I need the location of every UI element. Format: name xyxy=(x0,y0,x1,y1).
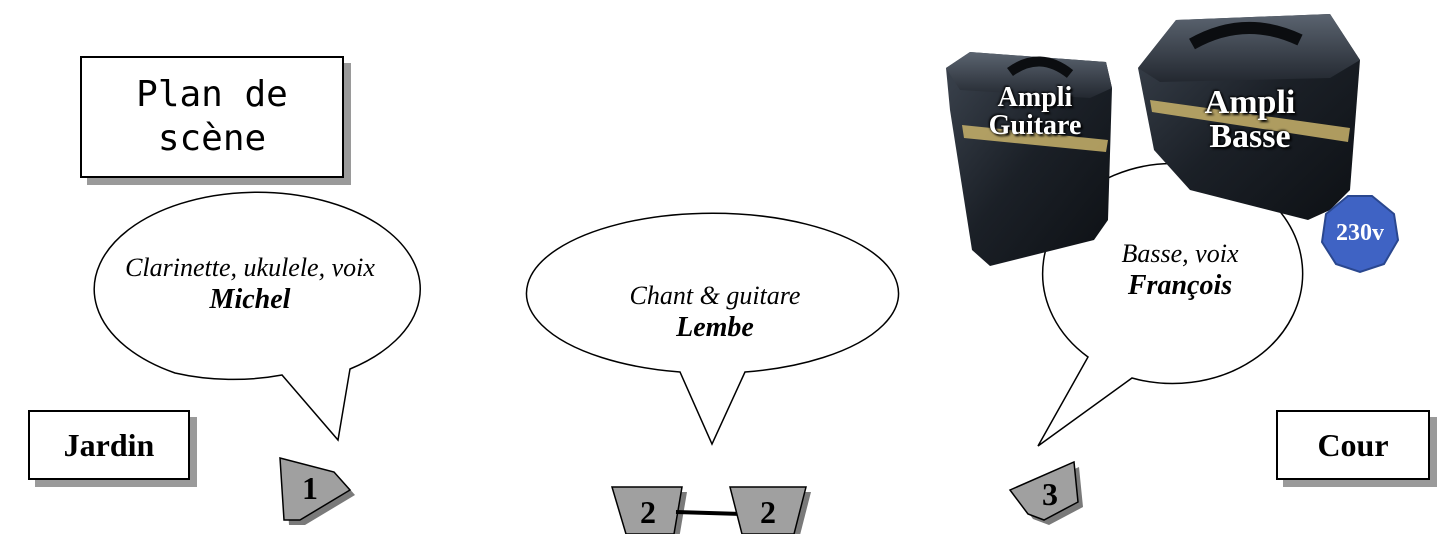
monitor-number-2-left: 2 xyxy=(640,494,656,530)
guitar-amp-label-line2: Guitare xyxy=(988,110,1082,141)
monitor-number-3: 3 xyxy=(1042,476,1058,512)
page-title: Plan de scène xyxy=(136,73,288,161)
stage-side-right-text: Cour xyxy=(1317,426,1389,463)
guitar-amp-label-line1: Ampli xyxy=(997,82,1073,113)
bass-amp-label: Ampli Basse xyxy=(1180,86,1320,154)
musician-2-label: Chant & guitare Lembe xyxy=(560,280,870,344)
monitor-wedge-3 xyxy=(1008,460,1083,525)
page-title-line2: scène xyxy=(157,118,267,159)
musician-3-label: Basse, voix François xyxy=(1060,238,1300,302)
monitor-link-line xyxy=(675,510,743,516)
musician-2-role: Chant & guitare xyxy=(629,281,801,310)
musician-1-label: Clarinette, ukulele, voix Michel xyxy=(60,252,440,316)
speech-bubble-michel xyxy=(93,191,421,442)
musician-1-name: Michel xyxy=(209,284,291,315)
guitar-amp-label: Ampli Guitare xyxy=(972,84,1098,140)
bass-amp-label-line2: Basse xyxy=(1209,118,1291,155)
musician-1-role: Clarinette, ukulele, voix xyxy=(125,253,375,282)
stage-side-left-text: Jardin xyxy=(63,426,155,463)
monitor-wedge-1 xyxy=(279,457,355,525)
musician-2-name: Lembe xyxy=(676,312,754,343)
musician-3-role: Basse, voix xyxy=(1121,239,1239,268)
bass-amp-image xyxy=(1138,14,1360,220)
monitor-number-2-right: 2 xyxy=(760,494,776,530)
stage-side-left-label: Jardin xyxy=(28,410,190,480)
speech-bubble-lembe xyxy=(525,212,900,446)
musician-3-name: François xyxy=(1127,270,1233,301)
monitor-number-1: 1 xyxy=(302,470,318,506)
bass-amp-label-line1: Ampli xyxy=(1204,84,1296,121)
power-outlet-octagon xyxy=(1320,195,1400,274)
page-title-line1: Plan de xyxy=(136,74,288,115)
monitor-wedge-2-right xyxy=(729,486,811,534)
monitor-wedge-2-left xyxy=(610,486,687,534)
guitar-amp-image xyxy=(946,52,1112,266)
stage-side-right-label: Cour xyxy=(1276,410,1430,480)
power-outlet-label: 230v xyxy=(1336,220,1384,246)
page-title-box: Plan de scène xyxy=(80,56,344,178)
